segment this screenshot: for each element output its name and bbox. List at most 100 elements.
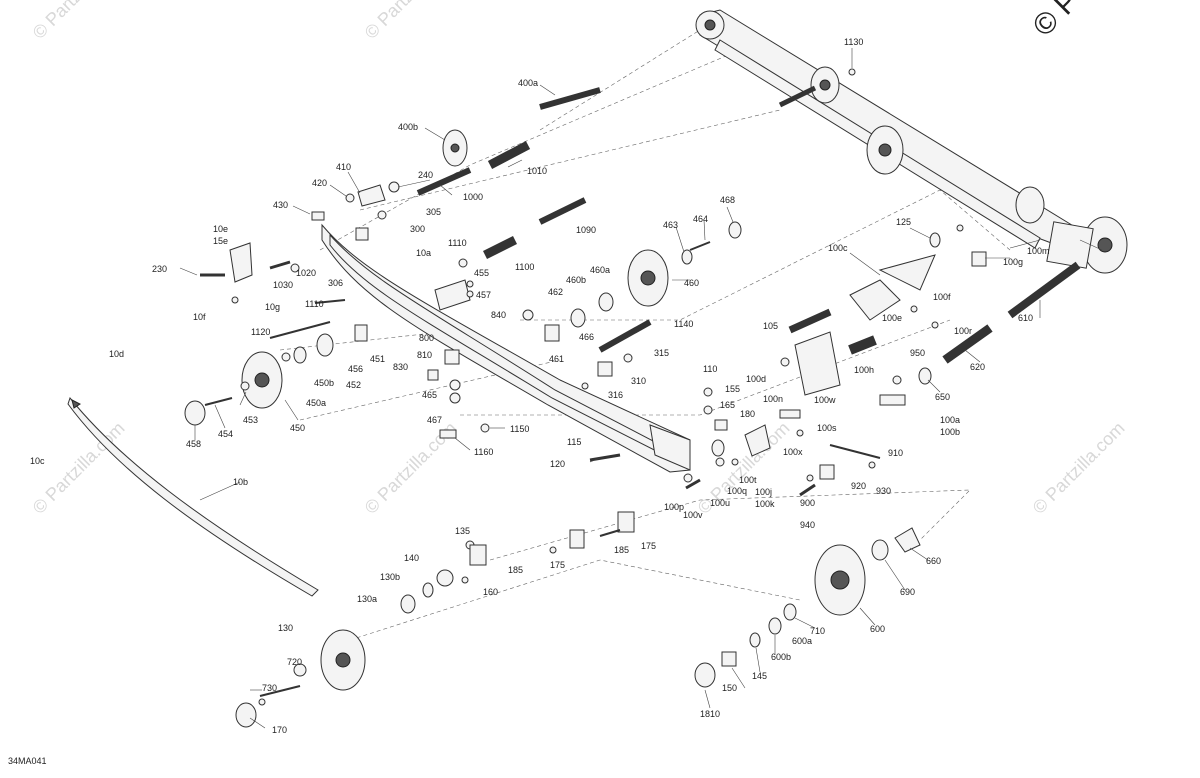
part-callout-label: 10b	[233, 477, 248, 487]
part-callout-label: 1110	[448, 238, 467, 248]
part-callout-label: 130a	[357, 594, 377, 604]
part-callout-label: 175	[641, 541, 656, 551]
part-callout-label: 300	[410, 224, 425, 234]
part-callout-label: 920	[851, 481, 866, 491]
part-callout-label: 1810	[700, 709, 720, 719]
part-callout-label: 240	[418, 170, 433, 180]
part-callout-label: 180	[740, 409, 755, 419]
part-callout-label: 465	[422, 390, 437, 400]
part-callout-label: 10g	[265, 302, 280, 312]
part-callout-label: 620	[970, 362, 985, 372]
part-callout-label: 100m	[1027, 246, 1050, 256]
part-callout-label: 10d	[109, 349, 124, 359]
part-callout-label: 460b	[566, 275, 586, 285]
idler-wheels	[241, 129, 866, 691]
part-callout-label: 100u	[710, 498, 730, 508]
part-callout-label: 720	[287, 657, 302, 667]
part-callout-label: 100f	[933, 292, 951, 302]
part-callout-label: 420	[312, 178, 327, 188]
part-callout-label: 450a	[306, 398, 326, 408]
part-callout-label: 305	[426, 207, 441, 217]
part-callout-label: 100c	[828, 243, 848, 253]
part-callout-label: 451	[370, 354, 385, 364]
part-callout-label: 690	[900, 587, 915, 597]
part-callout-label: 910	[888, 448, 903, 458]
part-callout-label: 410	[336, 162, 351, 172]
part-callout-label: 100t	[739, 475, 757, 485]
part-callout-label: 810	[417, 350, 432, 360]
part-callout-label: 1100	[515, 262, 534, 272]
corner-watermark: © Pa	[1027, 0, 1098, 43]
part-callout-label: 306	[328, 278, 343, 288]
part-callout-label: 450b	[314, 378, 334, 388]
part-callout-label: 450	[290, 423, 305, 433]
part-callout-label: 400b	[398, 122, 418, 132]
part-callout-label: 100e	[882, 313, 902, 323]
part-callout-label: 100n	[763, 394, 783, 404]
part-callout-label: 454	[218, 429, 233, 439]
part-callout-label: 462	[548, 287, 563, 297]
part-callout-label: 10f	[193, 312, 206, 322]
part-callout-label: 130	[278, 623, 293, 633]
part-callout-label: 1150	[510, 424, 529, 434]
part-callout-label: 10c	[30, 456, 45, 466]
small-parts	[184, 68, 987, 728]
part-callout-label: 460a	[590, 265, 610, 275]
part-callout-label: 1140	[674, 319, 693, 329]
part-callout-label: 175	[550, 560, 565, 570]
part-callout-label: 840	[491, 310, 506, 320]
part-callout-label: 464	[693, 214, 708, 224]
part-callout-label: 1160	[474, 447, 493, 457]
part-callout-label: 165	[720, 400, 735, 410]
part-callout-label: 430	[273, 200, 288, 210]
part-callout-label: 830	[393, 362, 408, 372]
part-callout-label: 160	[483, 587, 498, 597]
part-callout-label: 730	[262, 683, 277, 693]
part-callout-label: 1020	[296, 268, 316, 278]
part-callout-label: 315	[654, 348, 669, 358]
part-callout-label: 100s	[817, 423, 837, 433]
part-callout-label: 170	[272, 725, 287, 735]
part-callout-label: 463	[663, 220, 678, 230]
part-callout-label: 145	[752, 671, 767, 681]
part-callout-label: 452	[346, 380, 361, 390]
part-callout-label: 710	[810, 626, 825, 636]
shafts	[416, 85, 1081, 364]
part-callout-label: 1000	[463, 192, 483, 202]
part-callout-label: 100d	[746, 374, 766, 384]
part-callout-label: 100x	[783, 447, 803, 457]
part-callout-label: 100g	[1003, 257, 1023, 267]
right-rail	[695, 9, 1128, 274]
part-callout-label: 900	[800, 498, 815, 508]
part-callout-label: 1090	[576, 225, 596, 235]
part-callout-label: 316	[608, 390, 623, 400]
part-callout-label: 1030	[273, 280, 293, 290]
watermark: © Partzilla.com	[29, 0, 129, 43]
part-callout-label: 457	[476, 290, 491, 300]
slide-strip	[67, 396, 319, 597]
part-callout-label: 1010	[527, 166, 547, 176]
part-callout-label: 115	[567, 437, 581, 447]
part-callout-label: 140	[404, 553, 419, 563]
part-callout-label: 155	[725, 384, 740, 394]
part-callout-label: 600	[870, 624, 885, 634]
part-callout-label: 310	[631, 376, 646, 386]
part-callout-label: 185	[508, 565, 523, 575]
part-callout-label: 15e	[213, 236, 228, 246]
part-callout-label: 468	[720, 195, 735, 205]
diagram-code: 34MA041	[8, 756, 47, 766]
part-callout-label: 940	[800, 520, 815, 530]
part-callouts: 400a1130400b1010410240420100043030530010…	[30, 37, 1050, 735]
part-callout-label: 100r	[954, 326, 972, 336]
part-callout-label: 453	[243, 415, 258, 425]
part-callout-label: 100q	[727, 486, 747, 496]
part-callout-label: 467	[427, 415, 442, 425]
part-callout-label: 800	[419, 333, 434, 343]
part-callout-label: 1130	[844, 37, 863, 47]
part-callout-label: 1110	[305, 299, 324, 309]
part-callout-label: 455	[474, 268, 489, 278]
part-callout-label: 10a	[416, 248, 431, 258]
part-callout-label: 100w	[814, 395, 836, 405]
part-callout-label: 458	[186, 439, 201, 449]
